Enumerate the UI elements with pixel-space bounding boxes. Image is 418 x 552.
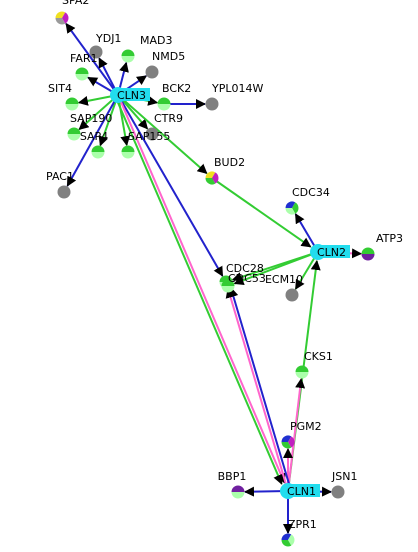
edge-cln3-spa2 [65, 22, 119, 96]
edge-cln2-cdc53 [233, 251, 319, 286]
node-label-atp3: ATP3 [376, 232, 403, 245]
node-label-bck2: BCK2 [162, 82, 191, 95]
edge-bud2-cln2 [211, 177, 312, 248]
node-label-bbp1: BBP1 [218, 470, 247, 483]
node-label-cdc28: CDC28 [226, 262, 264, 275]
node-label-cks1: CKS1 [304, 350, 333, 363]
node-pac1[interactable]: PAC1 [46, 170, 74, 199]
node-spa2[interactable]: SPA2 [55, 0, 90, 25]
node-label-ydj1: YDJ1 [95, 32, 121, 45]
node-label-sap4: SAP4 [80, 130, 108, 143]
node-ydj1[interactable]: YDJ1 [89, 32, 122, 59]
hub-label-cln3: CLN3 [117, 89, 146, 102]
node-sit4[interactable]: SIT4 [48, 82, 79, 111]
node-ecm10[interactable]: ECM10 [265, 273, 303, 302]
hub-cln2[interactable]: CLN2 [310, 244, 350, 260]
node-far1[interactable]: FAR1 [70, 52, 97, 81]
node-label-ctr9: CTR9 [154, 112, 183, 125]
node-zpr1[interactable]: ZPR1 [281, 518, 317, 547]
node-sap155[interactable]: SAP155 [121, 130, 171, 159]
node-sap190[interactable]: SAP190 [67, 112, 113, 141]
edge-cln1-cdc28 [228, 286, 292, 491]
node-label-jsn1: JSN1 [331, 470, 357, 483]
node-label-ypl014w: YPL014W [211, 82, 263, 95]
node-ctr9[interactable]: CTR9 [145, 112, 184, 141]
node-cdc53[interactable]: CDC53 [221, 272, 266, 293]
edge-cln3-pac1 [66, 94, 119, 187]
hub-label-cln1: CLN1 [287, 485, 316, 498]
edge-cln3-sap190 [78, 94, 119, 131]
node-label-far1: FAR1 [70, 52, 97, 65]
node-label-cdc53: CDC53 [228, 272, 266, 285]
node-cdc34[interactable]: CDC34 [285, 186, 330, 215]
hub-label-cln2: CLN2 [317, 246, 346, 259]
edge-cln3-cln1 [117, 94, 286, 484]
node-bud2[interactable]: BUD2 [205, 156, 246, 185]
edge-cln3-cdc28 [117, 94, 224, 277]
node-ypl014w[interactable]: YPL014W [205, 82, 264, 111]
node-atp3[interactable]: ATP3 [361, 232, 404, 261]
node-label-zpr1: ZPR1 [288, 518, 317, 531]
edge-cln3-cln1 [114, 95, 283, 485]
node-label-spa2: SPA2 [62, 0, 89, 7]
node-label-sap155: SAP155 [128, 130, 170, 143]
node-label-pac1: PAC1 [46, 170, 74, 183]
node-label-bud2: BUD2 [214, 156, 245, 169]
edge-cln1-cks1 [287, 377, 306, 492]
edge-layer [65, 22, 363, 534]
node-label-mad3: MAD3 [140, 34, 172, 47]
hub-cln3[interactable]: CLN3 [110, 87, 150, 103]
node-jsn1[interactable]: JSN1 [331, 470, 357, 499]
edge-cln1-cdc28 [225, 287, 289, 492]
node-mad3[interactable]: MAD3 [121, 34, 173, 63]
edge-cln3-sap4 [98, 94, 119, 147]
node-label-cdc34: CDC34 [292, 186, 330, 199]
node-sap4[interactable]: SAP4 [80, 130, 108, 159]
node-label-pgm2: PGM2 [290, 420, 322, 433]
node-cks1[interactable]: CKS1 [295, 350, 333, 379]
node-nmd5[interactable]: NMD5 [145, 50, 186, 79]
hub-cln1[interactable]: CLN1 [280, 483, 320, 499]
node-label-nmd5: NMD5 [152, 50, 185, 63]
node-label-sit4: SIT4 [48, 82, 72, 95]
node-bck2[interactable]: BCK2 [157, 82, 192, 111]
node-pgm2[interactable]: PGM2 [281, 420, 322, 449]
node-bbp1[interactable]: BBP1 [218, 470, 247, 499]
edge-cln3-sap155 [117, 94, 131, 147]
node-label-sap190: SAP190 [70, 112, 112, 125]
node-label-ecm10: ECM10 [265, 273, 303, 286]
edge-cln3-bud2 [117, 94, 208, 175]
